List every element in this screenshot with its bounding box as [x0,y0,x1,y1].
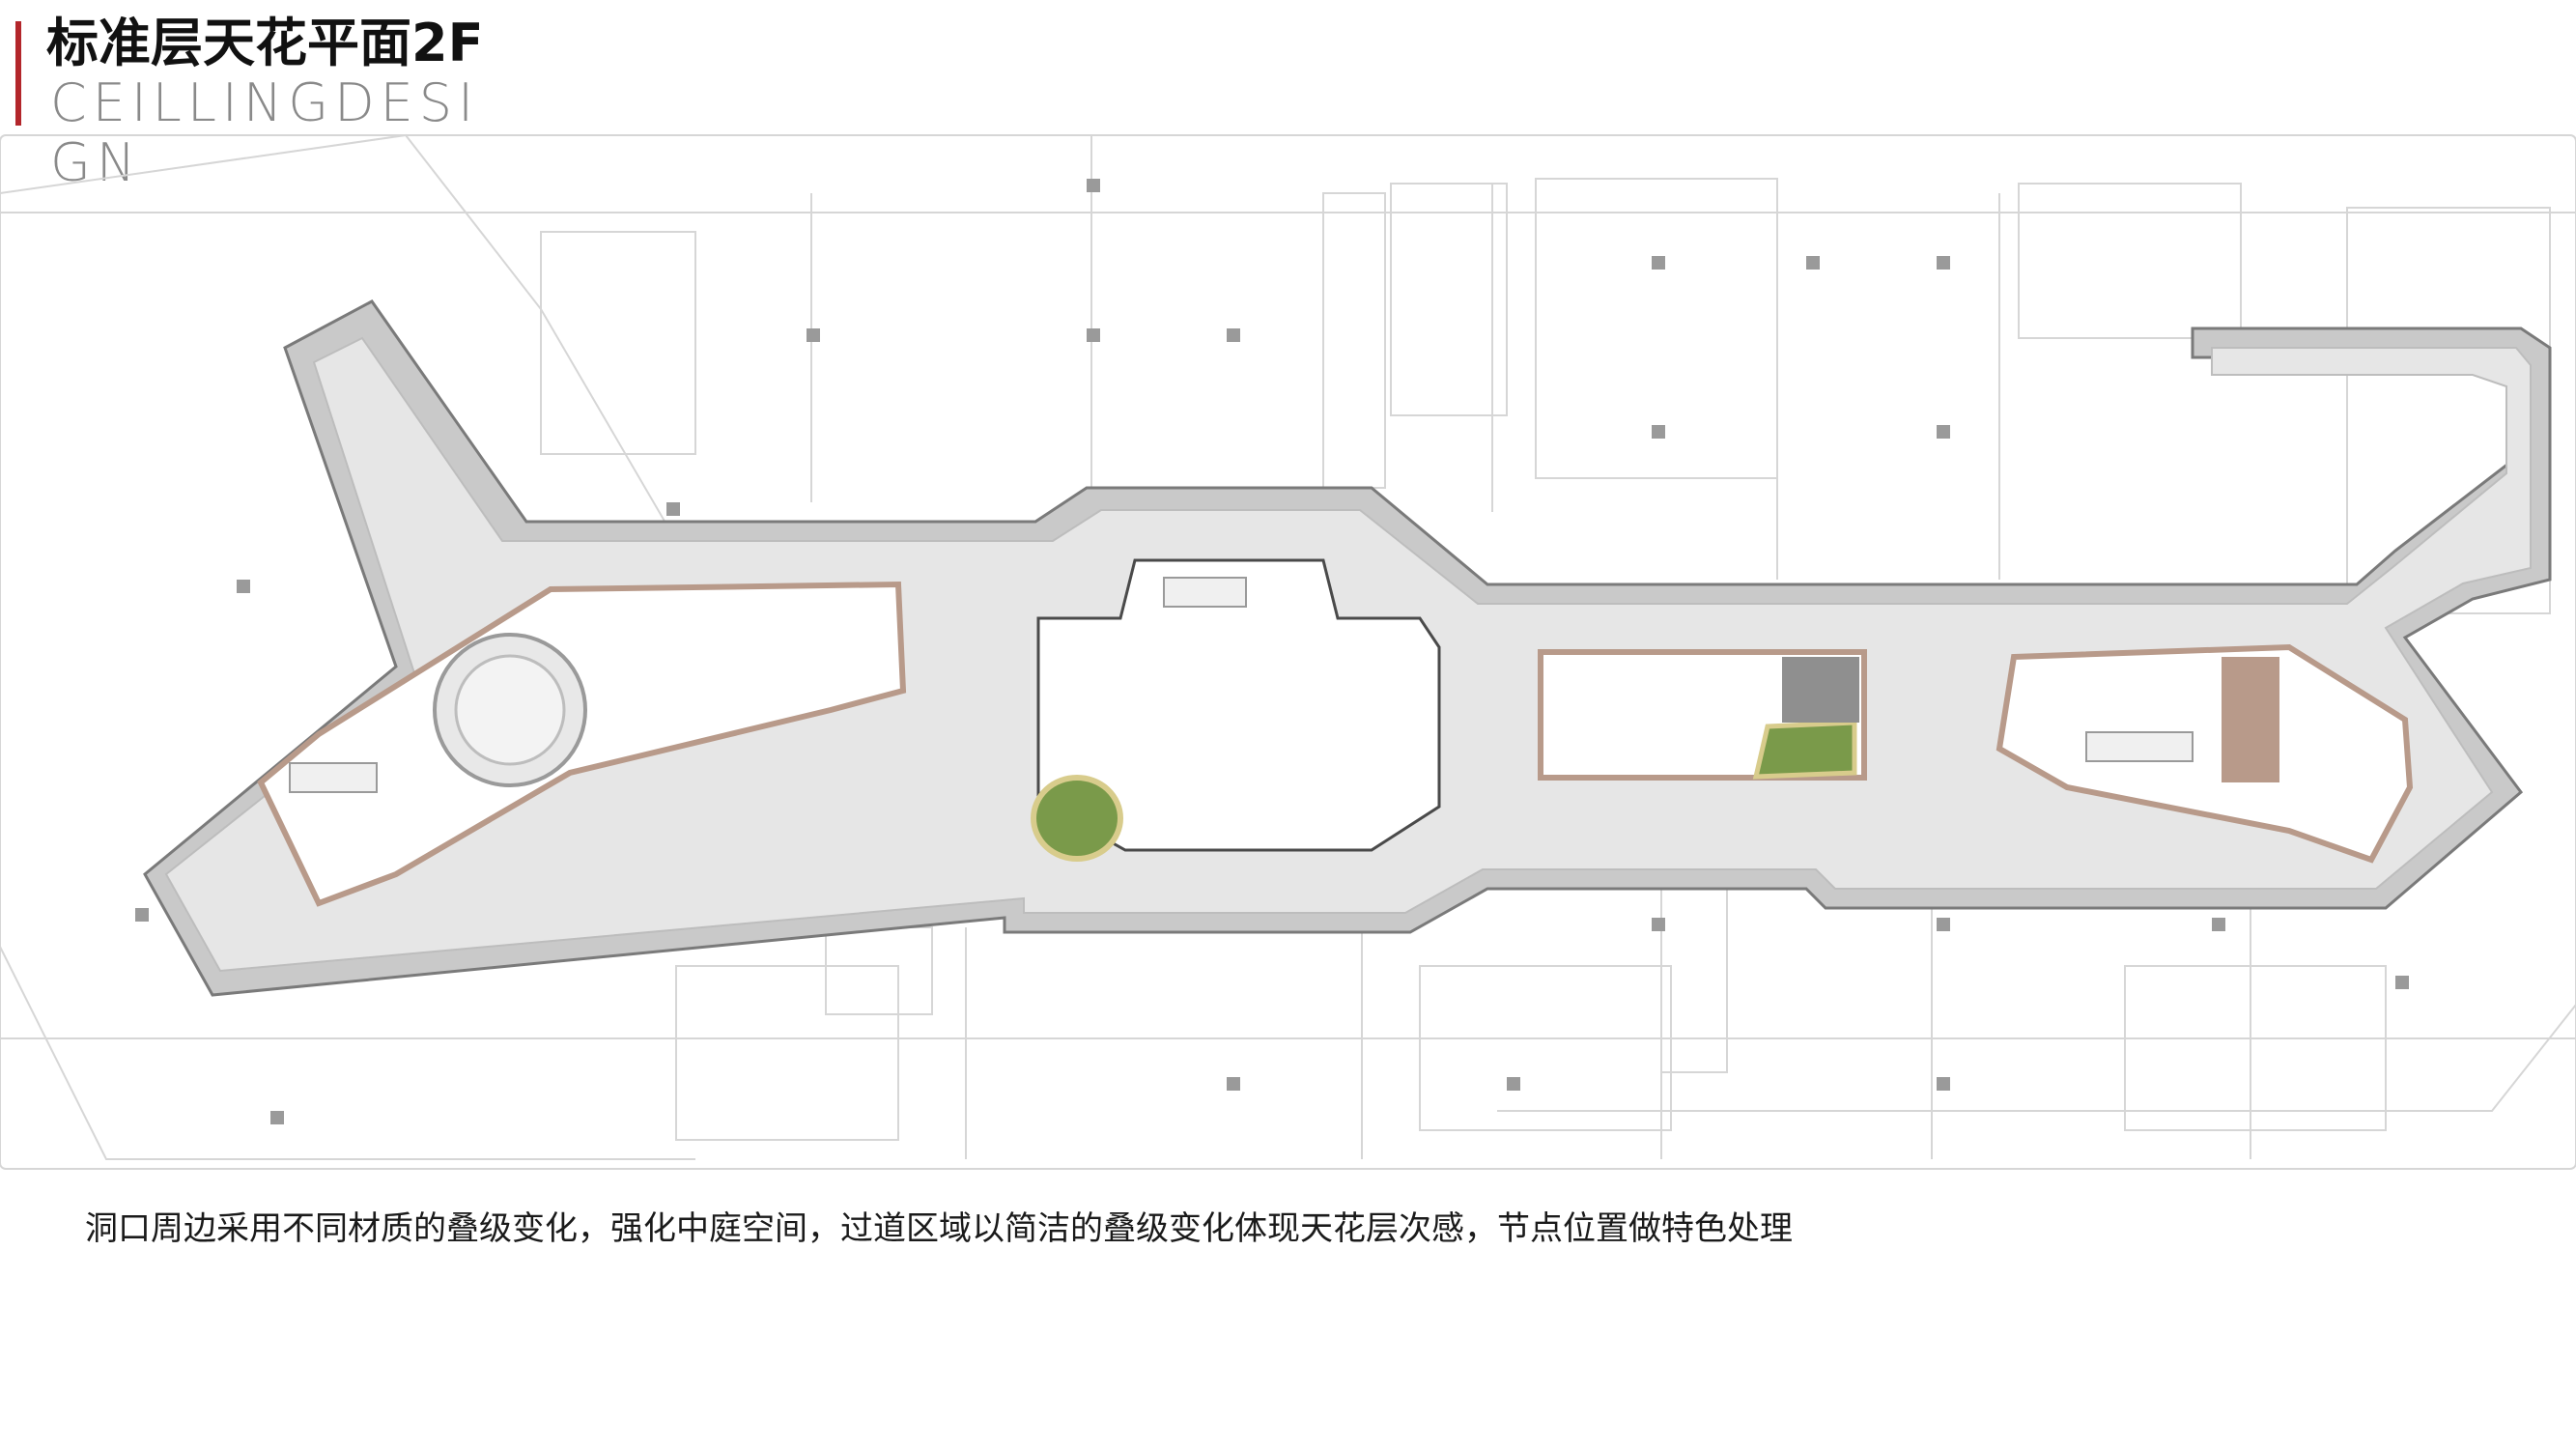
ceiling-features [289,577,2279,862]
green-oval-feature [1031,775,1123,862]
column [1806,256,1820,270]
column [1227,328,1240,342]
column [1937,918,1950,931]
grey-panel-feature [1782,657,1859,723]
circular-ceiling-feature-inner [454,654,566,766]
column [237,580,250,593]
bg-wall [0,133,677,542]
bg-room [1535,178,1778,479]
column [1087,179,1100,192]
bg-building-outline [0,134,2576,1170]
bg-room [2124,965,2387,1131]
column [1087,328,1100,342]
bg-wall [0,946,695,1160]
description-caption: 洞口周边采用不同材质的叠级变化，强化中庭空间，过道区域以简洁的叠级变化体现天花层… [85,1209,1793,1248]
bg-room [540,231,696,455]
column [1937,425,1950,439]
page-subtitle: CEILLINGDESIGN [50,72,479,193]
green-rect-feature [1752,720,1857,780]
column [2395,976,2409,989]
column [1227,1077,1240,1091]
page-title: 标准层天花平面2F [46,13,484,73]
east-void-2 [1996,643,2414,864]
column [807,328,820,342]
bg-service-core [825,926,933,1015]
skylight-strip [2085,731,2194,762]
column [1937,1077,1950,1091]
escalator-strip [289,762,378,793]
column [1652,425,1665,439]
ceiling-plan-drawing [0,133,2576,1170]
column [270,1111,284,1124]
bg-room [675,965,899,1141]
bg-room [1419,965,1672,1131]
wood-panel-feature [2222,657,2279,782]
column [1652,918,1665,931]
west-void [257,581,907,907]
column [1937,256,1950,270]
column [666,502,680,516]
column [1652,256,1665,270]
column [1507,1077,1520,1091]
bg-service-core [1322,192,1386,489]
skylight-strip [1163,577,1247,608]
bg-room [2018,183,2242,339]
column [135,908,149,922]
bg-wall [1497,1004,2576,1112]
column [2212,918,2225,931]
title-accent-bar [15,21,21,126]
bg-room [1390,183,1508,416]
